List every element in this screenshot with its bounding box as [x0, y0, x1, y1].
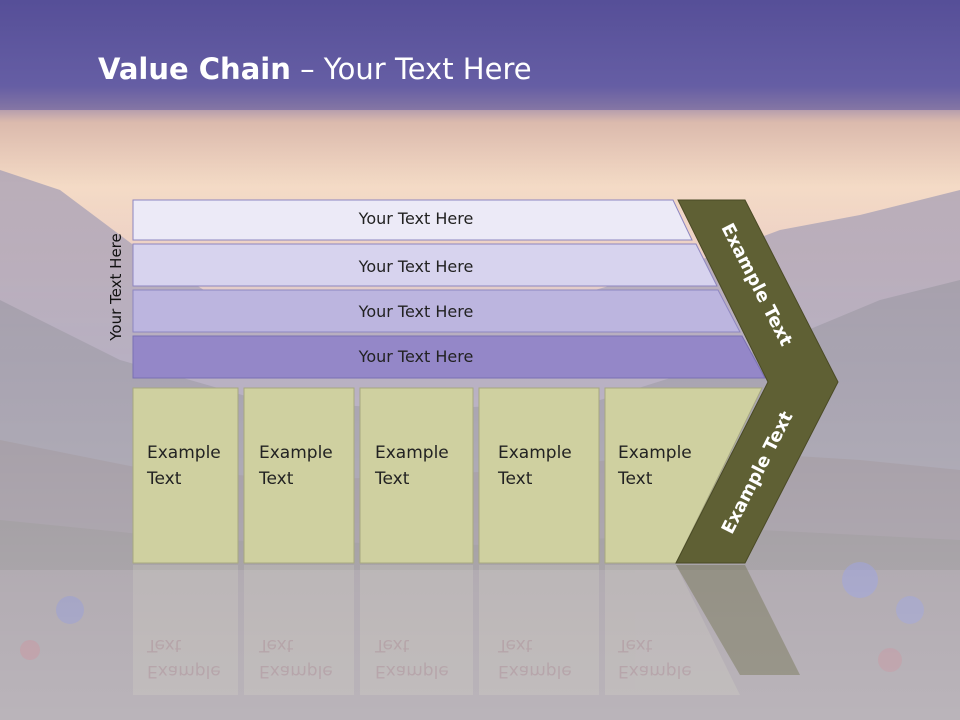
- value-row-2: [132, 243, 718, 287]
- title-rest: – Your Text Here: [290, 52, 532, 86]
- side-label: Your Text Here: [107, 233, 125, 341]
- cell-4: [478, 387, 600, 564]
- slide-title: Value Chain – Your Text Here: [98, 52, 532, 86]
- reflection: [133, 565, 740, 695]
- title-bold: Value Chain: [98, 52, 291, 86]
- chevron-arrow: [675, 199, 839, 564]
- row-3-label: Your Text Here: [358, 302, 474, 321]
- value-row-1: [132, 199, 693, 241]
- cell-1: [132, 387, 239, 564]
- header-band: [0, 0, 960, 110]
- row-2-label: Your Text Here: [358, 257, 474, 276]
- value-row-3: [132, 289, 741, 333]
- row-4-label: Your Text Here: [358, 347, 474, 366]
- chevron-reflection: [676, 565, 800, 675]
- cell-3: [359, 387, 474, 564]
- cell-2: [243, 387, 355, 564]
- value-row-4: [132, 335, 766, 379]
- row-1-label: Your Text Here: [358, 209, 474, 228]
